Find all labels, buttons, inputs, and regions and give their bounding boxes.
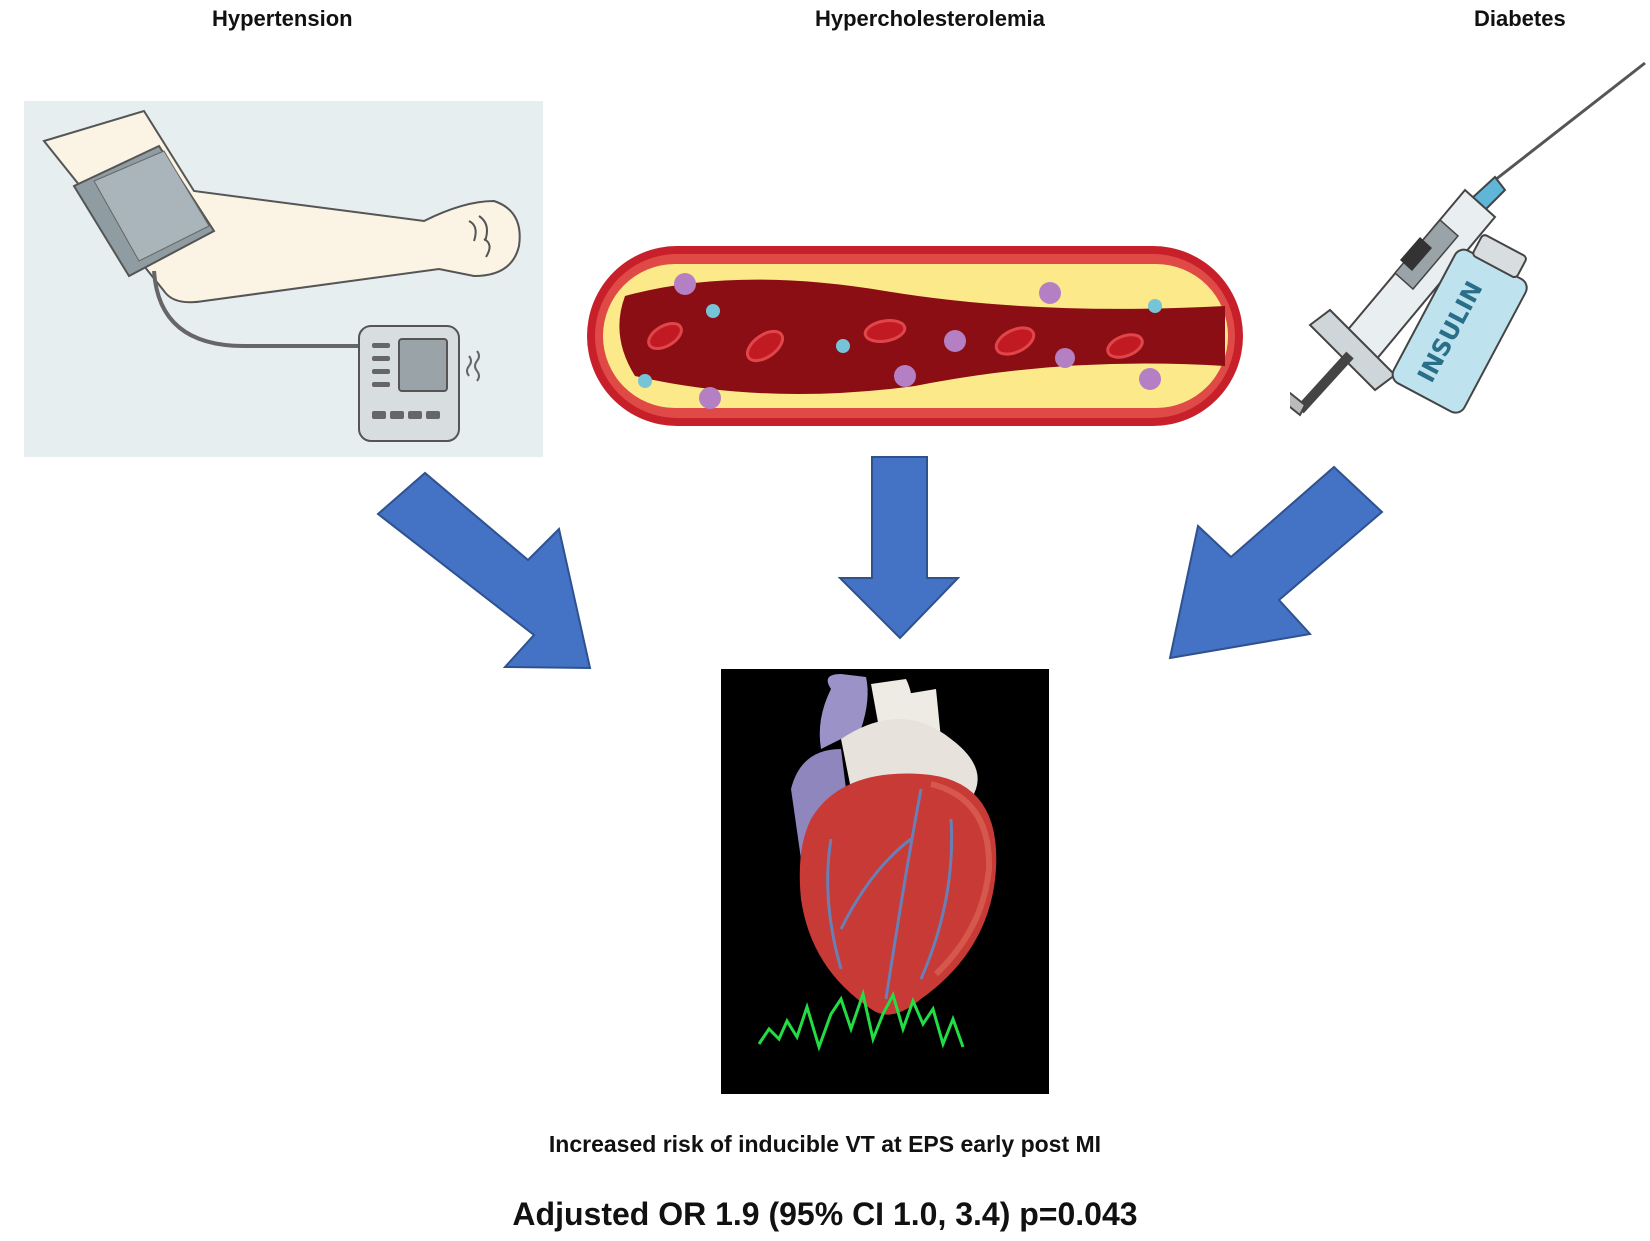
outcome-text: Increased risk of inducible VT at EPS ea…	[548, 1131, 1102, 1157]
statistics-text: Adjusted OR 1.9 (95% CI 1.0, 3.4) p=0.04…	[512, 1196, 1138, 1232]
arrow-from-hypercholesterolemia	[837, 456, 961, 640]
blood-pressure-cuff-illustration	[24, 101, 543, 457]
ecg-trace	[757, 988, 965, 1052]
diabetes-label: Diabetes	[1474, 6, 1566, 31]
arrow-from-hypertension	[376, 471, 592, 670]
blood-vessel-plaque-illustration	[587, 246, 1243, 426]
arrow-from-diabetes	[1168, 465, 1384, 660]
hypertension-label: Hypertension	[212, 6, 353, 31]
hypercholesterolemia-label: Hypercholesterolemia	[815, 6, 1045, 31]
syringe-insulin-illustration: INSULIN	[1290, 61, 1646, 417]
heart-ecg-illustration	[721, 669, 1049, 1094]
